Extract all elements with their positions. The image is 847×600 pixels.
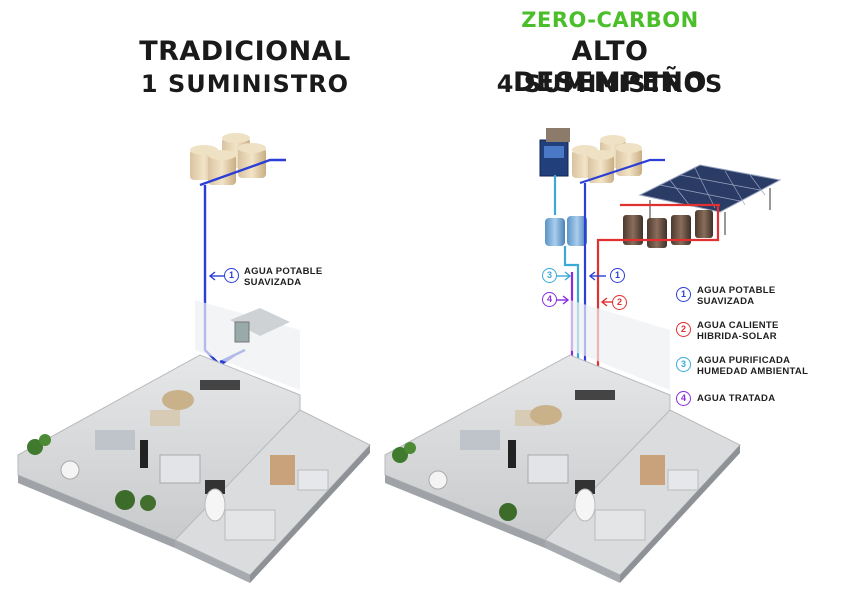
zero-carbon-tag: ZERO-CARBON — [521, 8, 699, 32]
left-badge-1: 1 — [224, 268, 239, 283]
legend-item-4: AGUA TRATADA — [697, 393, 775, 404]
atmospheric-water-generator-icon — [539, 128, 570, 177]
legend-item-1-line1: AGUA POTABLE — [697, 285, 776, 296]
pipe-badge-4: 4 — [542, 292, 557, 307]
right-subtitle: 4 SUMINISTROS — [496, 70, 724, 98]
left-supply-label: AGUA POTABLE SUAVIZADA — [244, 266, 323, 288]
water-tank-icon — [208, 150, 236, 185]
isometric-apartment-icon — [384, 300, 741, 583]
purified-tanks — [545, 216, 587, 246]
legend-item-3-line2: HUMEDAD AMBIENTAL — [697, 366, 809, 377]
legend-badge-3: 3 — [676, 357, 691, 372]
legend-item-2-line1: AGUA CALIENTE — [697, 320, 779, 331]
legend-badge-1: 1 — [676, 287, 691, 302]
arrow-potable — [588, 271, 606, 281]
legend-item-2-line2: HIBRIDA-SOLAR — [697, 331, 777, 342]
pipe-badge-2: 2 — [612, 295, 627, 310]
legend-item-3-line1: AGUA PURIFICADA — [697, 355, 791, 366]
legend-item-1-line2: SUAVIZADA — [697, 296, 755, 307]
water-tank-icon — [238, 143, 266, 178]
arrow-purified — [555, 271, 572, 281]
pipe-badge-3: 3 — [542, 268, 557, 283]
left-supply-arrow — [208, 271, 226, 281]
left-supply-line1: AGUA POTABLE — [244, 266, 323, 277]
legend-badge-4: 4 — [676, 391, 691, 406]
legend-item-3: AGUA PURIFICADA HUMEDAD AMBIENTAL — [697, 355, 808, 377]
solar-panel-icon — [638, 164, 782, 235]
hot-water-tanks — [623, 210, 713, 248]
water-tank-icon — [616, 143, 642, 176]
legend-item-1: AGUA POTABLE SUAVIZADA — [697, 285, 776, 307]
legend-item-2: AGUA CALIENTE HIBRIDA-SOLAR — [697, 320, 779, 342]
legend-item-4-line1: AGUA TRATADA — [697, 393, 776, 404]
left-title: TRADICIONAL — [139, 36, 351, 67]
pipe-badge-1: 1 — [610, 268, 625, 283]
left-water-tanks — [190, 133, 266, 185]
legend-badge-2: 2 — [676, 322, 691, 337]
right-title: ALTO DESEMPEÑO — [513, 36, 707, 98]
right-water-tanks — [572, 135, 642, 183]
arrow-treated — [556, 295, 570, 305]
left-supply-line2: SUAVIZADA — [244, 277, 302, 288]
isometric-apartment-icon — [17, 300, 371, 583]
water-tank-icon — [588, 150, 614, 183]
left-subtitle: 1 SUMINISTRO — [140, 70, 350, 98]
